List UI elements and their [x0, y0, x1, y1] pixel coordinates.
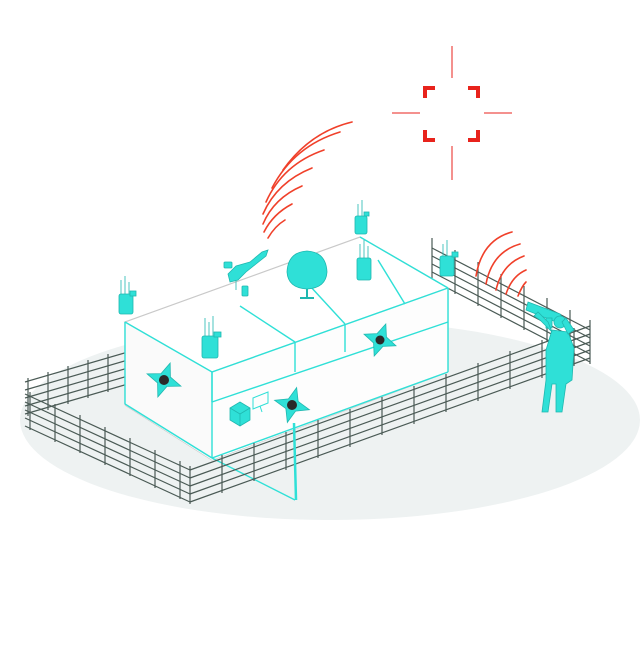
monitor-icon: [252, 391, 269, 413]
jammer-signal-arcs: [475, 231, 527, 297]
control-unit-icon: [229, 401, 251, 427]
counter-drone-turret: [146, 362, 182, 398]
quadcopter-drone-icon: [223, 249, 269, 297]
jammer-operator-icon: [525, 301, 575, 413]
antenna-array-icon: [354, 200, 370, 235]
antenna-array-icon: [201, 316, 222, 359]
perimeter-fence-front: [24, 325, 591, 504]
target-reticle-icon: [392, 46, 512, 180]
counter-drone-turret: [273, 386, 311, 501]
antenna-array-icon: [356, 240, 372, 281]
antenna-array-icon: [118, 276, 137, 315]
counter-drone-turret: [363, 323, 397, 357]
radar-dish-icon: [286, 250, 328, 299]
detection-signal-arcs: [262, 121, 353, 239]
antenna-array-icon: [439, 240, 459, 277]
